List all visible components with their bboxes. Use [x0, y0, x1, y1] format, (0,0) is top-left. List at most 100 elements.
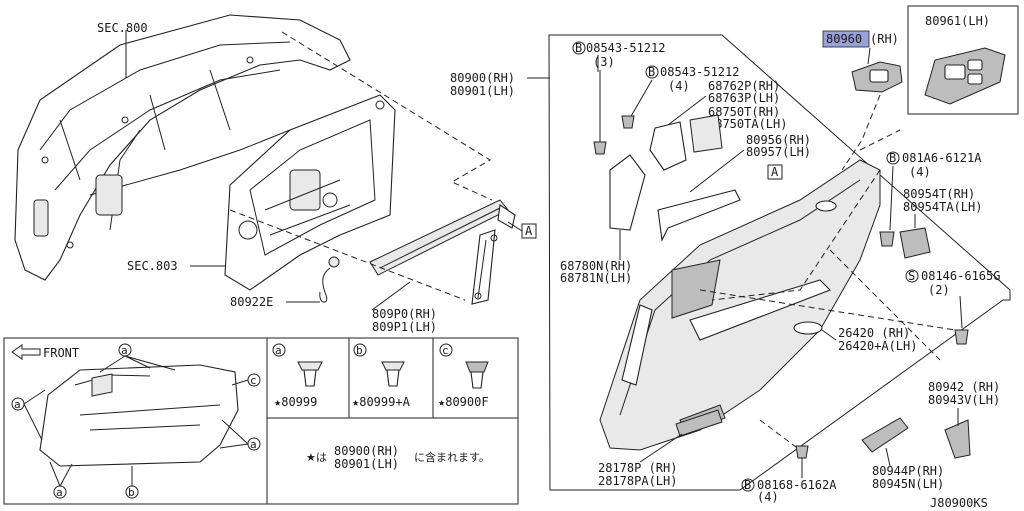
- door-trim-panel: [599, 159, 881, 451]
- note-80901: 80901(LH): [334, 457, 399, 471]
- armrest-68780: [609, 154, 646, 231]
- label-081a6: 081A6-6121A: [902, 151, 982, 165]
- label-08543a: 08543-51212: [586, 41, 665, 55]
- switch-80960: [851, 61, 903, 93]
- dashed-guide-1: [281, 31, 493, 201]
- inset-marker-a-top: a: [121, 344, 128, 357]
- label-80960-side: (RH): [870, 32, 899, 46]
- clip-a-icon: [297, 361, 323, 387]
- inner-panel-sec803: [224, 94, 396, 291]
- bolt-08168: [795, 445, 809, 459]
- label-80922e: 80922E: [230, 295, 273, 309]
- label-809p1: 809P1(LH): [372, 320, 437, 334]
- clip-c-label: ★80900F: [438, 395, 489, 409]
- label-80900: 80900(RH): [450, 71, 515, 85]
- leader-08146: [959, 295, 963, 329]
- inset-door-trim: [39, 364, 239, 467]
- inset-marker-a-left: a: [14, 398, 21, 411]
- pull-cup-68750: [689, 114, 723, 153]
- dashed-guide-5: [699, 289, 956, 331]
- marker-circle-08146: [905, 269, 919, 283]
- label-08146-qty: (2): [928, 283, 950, 297]
- note-star: ★は: [306, 451, 327, 464]
- label-68763: 68763P(LH): [708, 91, 780, 105]
- label-28178: 28178P (RH): [598, 461, 677, 475]
- inset-marker-a-bottom: a: [56, 486, 63, 499]
- leader-ref-a-left: [507, 221, 523, 232]
- leader-80960: [867, 47, 871, 65]
- leader-80944: [885, 447, 891, 467]
- label-80960: 80960: [826, 32, 862, 46]
- assembly-outline: [548, 34, 1011, 491]
- connector-80922e: [328, 256, 340, 268]
- label-08168-qty: (4): [757, 490, 779, 504]
- label-08168: 08168-6162A: [757, 478, 837, 492]
- leader-28178: [639, 433, 683, 463]
- marker-circle-081a6: [886, 151, 900, 165]
- pad-80944: [861, 417, 909, 453]
- highlight-80960: [822, 30, 870, 48]
- ref-a-left: A: [525, 224, 533, 238]
- door-frame-sec800: [14, 14, 351, 281]
- label-80942: 80942 (RH): [928, 380, 1000, 394]
- label-80944: 80944P(RH): [872, 464, 944, 478]
- bracket-68762: [649, 121, 687, 171]
- screw-08146: [954, 329, 969, 345]
- marker-b-08543a: B: [575, 41, 582, 55]
- leader-80956: [689, 149, 745, 193]
- label-68750: 68750T(RH): [708, 105, 780, 119]
- label-68780: 68780N(RH): [560, 259, 632, 273]
- leader-26420: [821, 329, 837, 341]
- handle-80954: [899, 227, 931, 259]
- label-68750a: 68750TA(LH): [708, 117, 787, 131]
- dashed-guide-80960: [841, 94, 881, 171]
- inset-marker-b-bottom: b: [128, 486, 135, 499]
- marker-b-081a6: B: [889, 151, 896, 165]
- clip-b-label: ★80999+A: [352, 395, 411, 409]
- bolt-08543-a: B 08543-51212 (3): [572, 41, 665, 155]
- clip-a-label: ★80999: [274, 395, 317, 409]
- inset-markers: a a c a a b: [11, 343, 261, 499]
- ref-box-a-center: [767, 164, 783, 180]
- inset-marker-c: c: [250, 374, 257, 387]
- label-08543b: 08543-51212: [660, 65, 739, 79]
- label-80957: 80957(LH): [746, 145, 811, 159]
- label-80956: 80956(RH): [746, 133, 811, 147]
- leader-081a6: [889, 165, 894, 231]
- label-80954a: 80954TA(LH): [903, 200, 982, 214]
- clip-a-marker: a: [275, 344, 282, 357]
- note-80900: 80900(RH): [334, 444, 399, 458]
- bolt-081a6: [879, 231, 895, 247]
- label-68762: 68762P(RH): [708, 79, 780, 93]
- label-80961: 80961(LH): [925, 14, 990, 28]
- label-26420a: 26420+A(LH): [838, 339, 917, 353]
- clip-b-icon: [381, 361, 405, 387]
- marker-b-08168: B: [744, 478, 751, 492]
- drawing-code: J80900KS: [930, 496, 988, 510]
- label-081a6-qty: (4): [909, 165, 931, 179]
- clip-c-icon: [465, 361, 489, 389]
- cap-80942: [944, 419, 971, 459]
- clip-a-marker-circle: [272, 343, 286, 357]
- bolt-08543-b: B 08543-51212 (4): [621, 65, 739, 129]
- dashed-guide-6: [759, 419, 801, 451]
- marker-s-08146: S: [908, 269, 915, 283]
- label-80945: 80945N(LH): [872, 477, 944, 491]
- clip-c-marker-circle: [439, 343, 453, 357]
- label-80943: 80943V(LH): [928, 393, 1000, 407]
- label-08146: 08146-6165G: [921, 269, 1000, 283]
- inset-frame: [3, 337, 519, 505]
- switch-80961: [924, 47, 1006, 105]
- label-sec803: SEC.803: [127, 259, 178, 273]
- cable-80922e: [319, 267, 331, 303]
- dashed-guide-2: [229, 209, 466, 301]
- inset-marker-a-right: a: [250, 438, 257, 451]
- label-80901: 80901(LH): [450, 84, 515, 98]
- label-809p0: 809P0(RH): [372, 307, 437, 321]
- clip-b-marker-circle: [353, 343, 367, 357]
- dashed-guide-4: [859, 129, 901, 151]
- marker-b-08543b: B: [648, 65, 655, 79]
- ref-a-center: A: [771, 165, 779, 179]
